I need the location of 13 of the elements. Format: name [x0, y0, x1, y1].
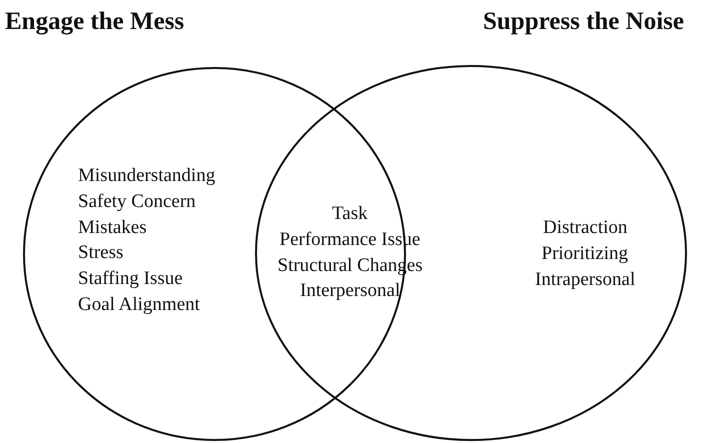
category-label: Goal Alignment	[78, 294, 200, 316]
category-label: Staffing Issue	[78, 268, 183, 290]
category-label: Mistakes	[78, 216, 147, 239]
circle-heading: Engage the Mess	[5, 7, 184, 37]
category-label: Distraction	[543, 217, 628, 239]
category-label: Intrapersonal	[535, 268, 636, 291]
category-label: Task	[332, 203, 368, 225]
category-label: Safety Concern	[78, 190, 196, 213]
category-label: Interpersonal	[300, 280, 400, 302]
category-label: Prioritizing	[542, 242, 628, 265]
circle-heading: Suppress the Noise	[483, 7, 684, 37]
category-label: Misunderstanding	[78, 165, 216, 187]
category-label: Stress	[78, 242, 124, 264]
